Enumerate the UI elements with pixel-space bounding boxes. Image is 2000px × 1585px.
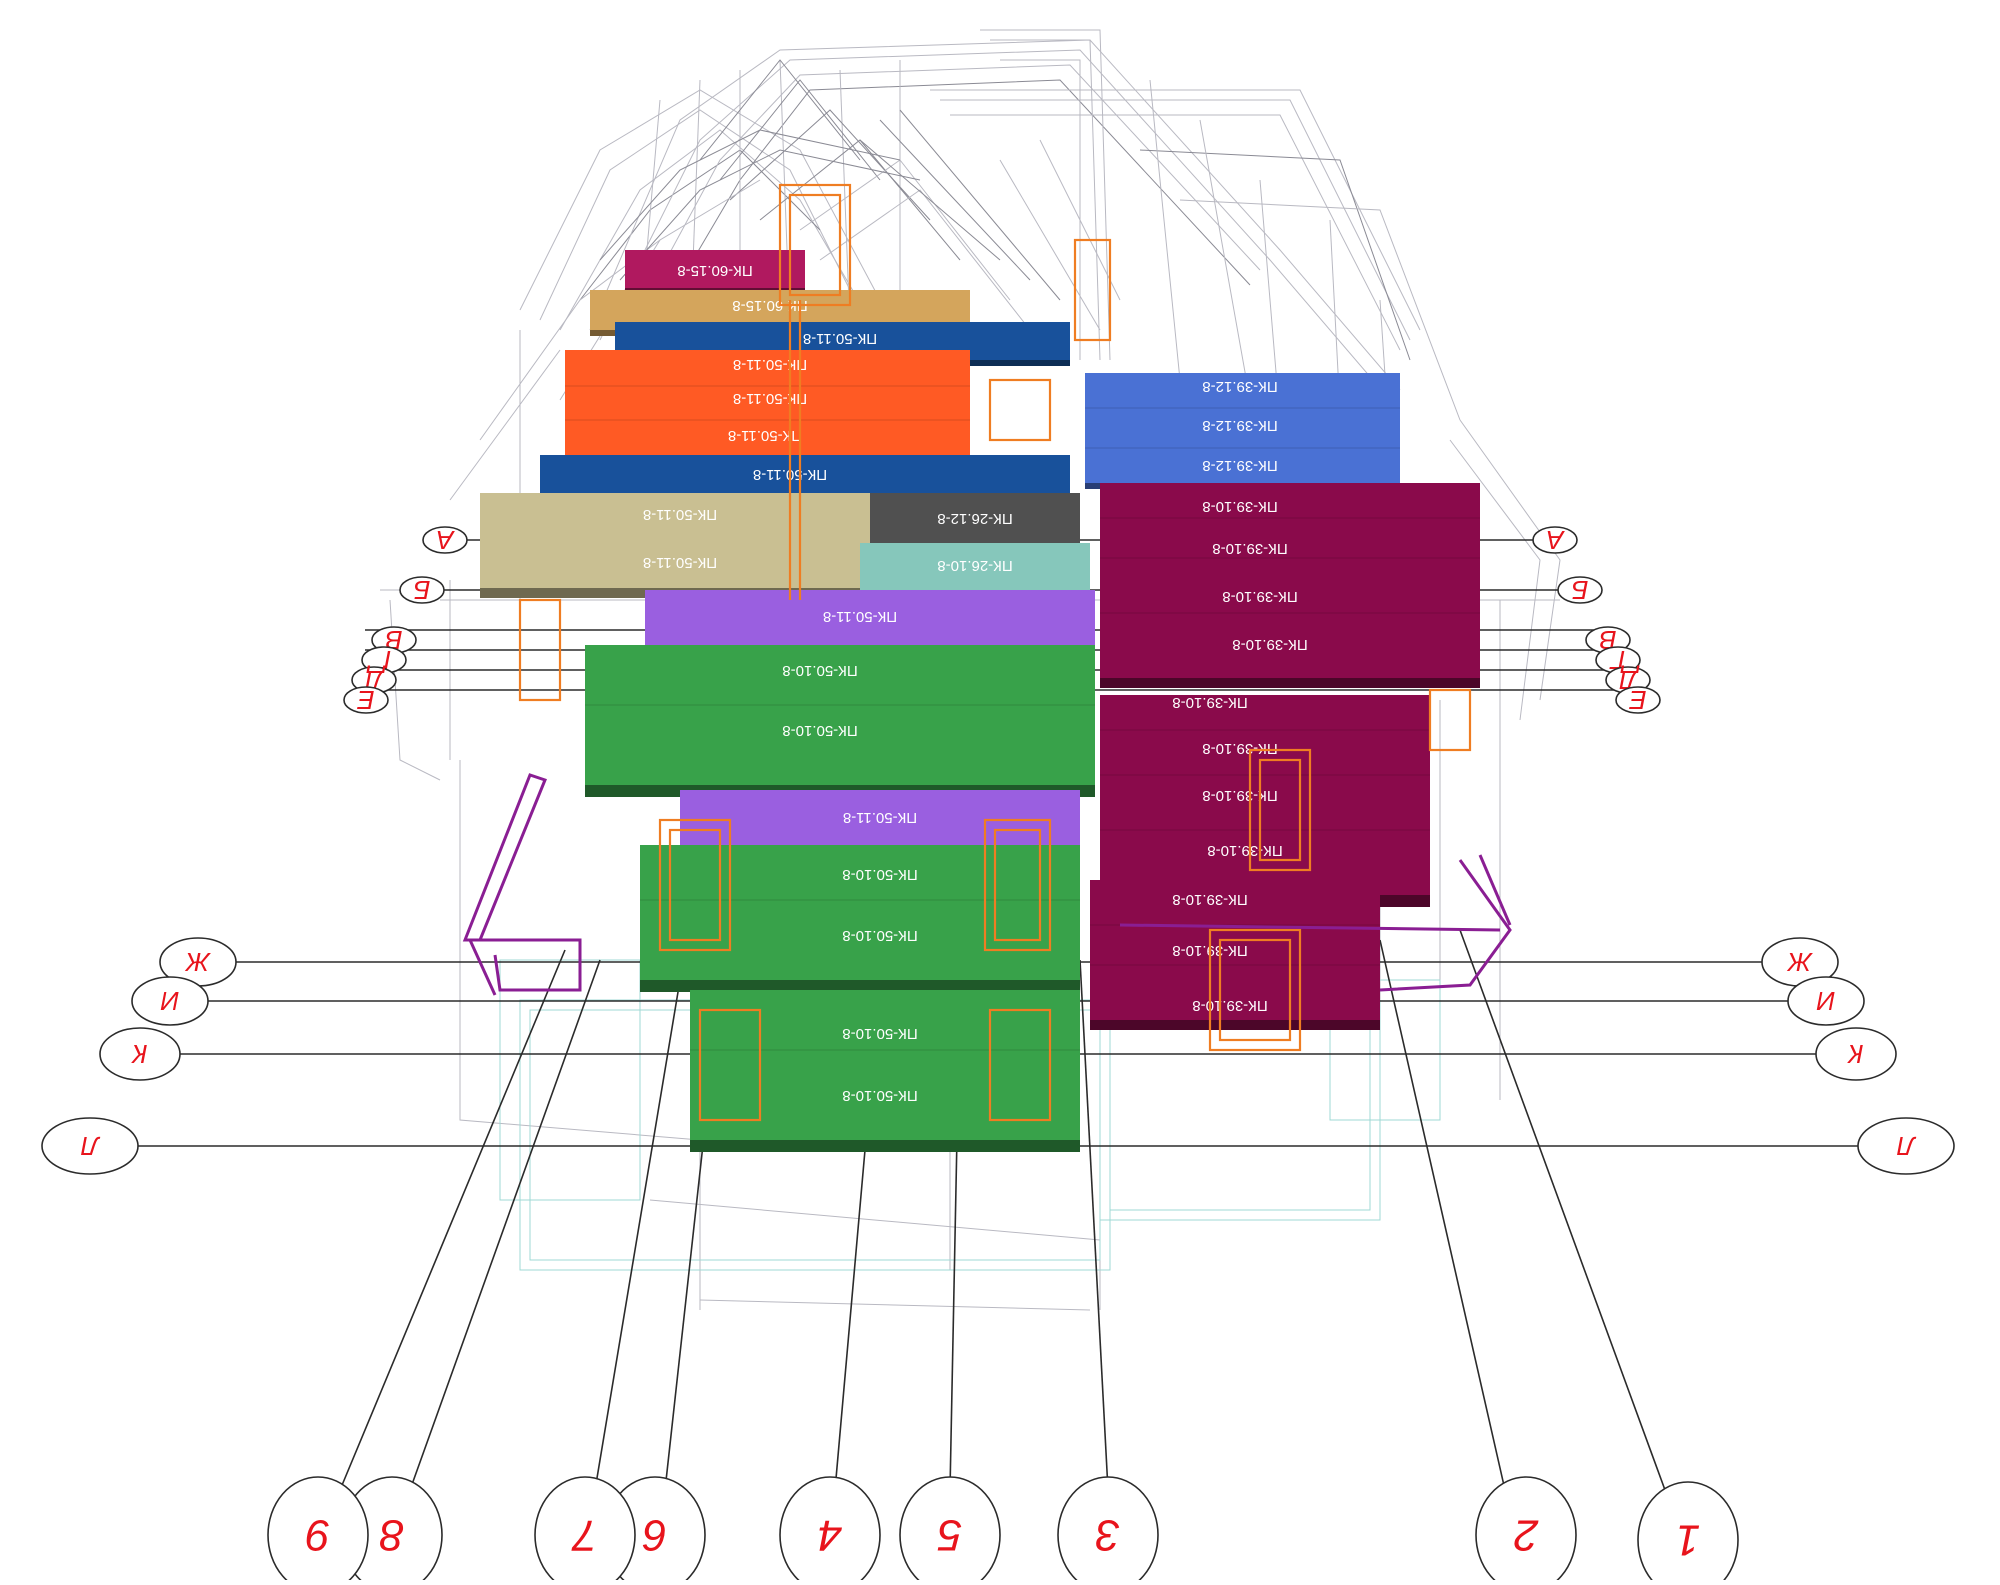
slab-label: ПК-39.10-8	[1202, 787, 1277, 804]
slab-label: ПК-39.10-8	[1192, 997, 1267, 1014]
slab-label: ПК-60.15-8	[732, 297, 807, 314]
axis-bubble	[899, 1476, 1001, 1585]
slab-label: ПК-39.12-8	[1202, 378, 1277, 395]
axis-label: 9	[306, 1511, 330, 1560]
axis-label: Л	[81, 1131, 101, 1161]
axis-label: К	[1847, 1039, 1864, 1069]
opening-frames	[518, 183, 1472, 1122]
slab-label: ПК-50.11-8	[823, 608, 897, 625]
axis-label: А	[436, 525, 455, 555]
slab-panel	[1100, 483, 1480, 678]
axis-bubble	[1787, 976, 1865, 1026]
slab-layer: ПК-60.15-8ПК-60.15-8ПК-50.11-8ПК-50.11-8…	[480, 250, 1480, 1152]
axis-label: 1	[1676, 1516, 1700, 1565]
axis-label: 7	[571, 1511, 597, 1560]
slab-label: ПК-39.10-8	[1202, 740, 1277, 757]
axis-bubble	[41, 1117, 139, 1175]
slab-label: ПК-26.10-8	[937, 557, 1012, 574]
slab-label: ПК-50.11-8	[803, 330, 877, 347]
slab-panel	[1085, 373, 1400, 483]
slab-edge	[1100, 678, 1480, 688]
slab-label: ПК-50.10-8	[842, 927, 917, 944]
slab-panel	[480, 493, 870, 588]
axis-label: 8	[379, 1511, 404, 1560]
slab-edge	[1090, 1020, 1380, 1030]
slab-label: ПК-50.11-8	[728, 427, 802, 444]
slab-label: ПК-39.10-8	[1232, 636, 1307, 653]
slab-label: ПК-50.10-8	[782, 662, 857, 679]
slab-label: ПК-50.10-8	[782, 722, 857, 739]
axis-label: Б	[413, 575, 430, 605]
axis-bubble	[779, 1476, 881, 1585]
axis-label: Л	[1897, 1131, 1917, 1161]
axis-bubble	[343, 686, 389, 714]
axis-bubble	[399, 576, 445, 604]
axis-label: Е	[357, 685, 375, 715]
slab-label: ПК-50.10-8	[842, 866, 917, 883]
axis-bubble	[1615, 686, 1661, 714]
axis-bubble	[1057, 1476, 1159, 1585]
slab-panel	[1100, 695, 1430, 895]
axis-bubble	[131, 976, 209, 1026]
axis-label: 2	[1514, 1511, 1539, 1560]
slab-label: ПК-39.12-8	[1202, 417, 1277, 434]
slab-label: ПК-60.15-8	[677, 262, 752, 279]
slab-panel	[690, 990, 1080, 1140]
slab-label: ПК-39.10-8	[1202, 498, 1277, 515]
axis-bubble	[422, 526, 468, 554]
slab-label: ПК-39.10-8	[1222, 588, 1297, 605]
axis-label: 6	[642, 1511, 667, 1560]
slab-edge	[690, 1140, 1080, 1152]
slab-label: ПК-50.10-8	[842, 1025, 917, 1042]
slab-panel	[1090, 880, 1380, 1020]
slab-label: ПК-39.10-8	[1212, 540, 1287, 557]
balcony-railings	[462, 773, 1512, 996]
axis-bubble	[1475, 1476, 1577, 1585]
slab-label: ПК-39.10-8	[1172, 891, 1247, 908]
axis-bubble	[1857, 1117, 1955, 1175]
slab-panel	[625, 250, 805, 288]
slab-edge	[640, 980, 1080, 992]
axis-label: Е	[1629, 685, 1647, 715]
axis-bubble	[534, 1476, 636, 1585]
axis-label: И	[1816, 986, 1835, 1016]
axis-label: 3	[1095, 1511, 1120, 1560]
slab-panel	[640, 845, 1080, 980]
axis-bubble	[1815, 1027, 1897, 1081]
slab-panel	[540, 455, 1070, 495]
slab-panel	[585, 645, 1095, 785]
slab-panel	[860, 543, 1090, 593]
axis-bubble	[1532, 526, 1578, 554]
axis-label: 5	[937, 1511, 962, 1560]
axis-label: Б	[1571, 575, 1588, 605]
slab-label: ПК-39.10-8	[1172, 694, 1247, 711]
slab-label: ПК-26.12-8	[937, 510, 1012, 527]
slab-label: ПК-39.12-8	[1202, 457, 1277, 474]
axis-bubble	[99, 1027, 181, 1081]
slab-label: ПК-50.11-8	[643, 554, 717, 571]
axis-label: 4	[818, 1511, 842, 1560]
axis-label: А	[1546, 525, 1565, 555]
axis-label: Ж	[184, 947, 212, 977]
slab-label: ПК-50.11-8	[643, 506, 717, 523]
axis-bubble	[267, 1476, 369, 1585]
axis-bubble	[1637, 1481, 1739, 1585]
slab-panel	[680, 790, 1080, 845]
axis-label: К	[131, 1039, 148, 1069]
slab-panel	[565, 350, 970, 455]
slab-label: ПК-50.11-8	[843, 809, 917, 826]
slab-label: ПК-50.11-8	[733, 390, 807, 407]
slab-label: ПК-50.11-8	[733, 356, 807, 373]
axis-bubble	[1557, 576, 1603, 604]
slab-panel	[870, 493, 1080, 543]
slab-label: ПК-50.10-8	[842, 1087, 917, 1104]
slab-panel	[645, 590, 1095, 645]
axis-label: Ж	[1786, 947, 1814, 977]
axis-label: И	[160, 986, 179, 1016]
slab-label: ПК-39.10-8	[1207, 842, 1282, 859]
